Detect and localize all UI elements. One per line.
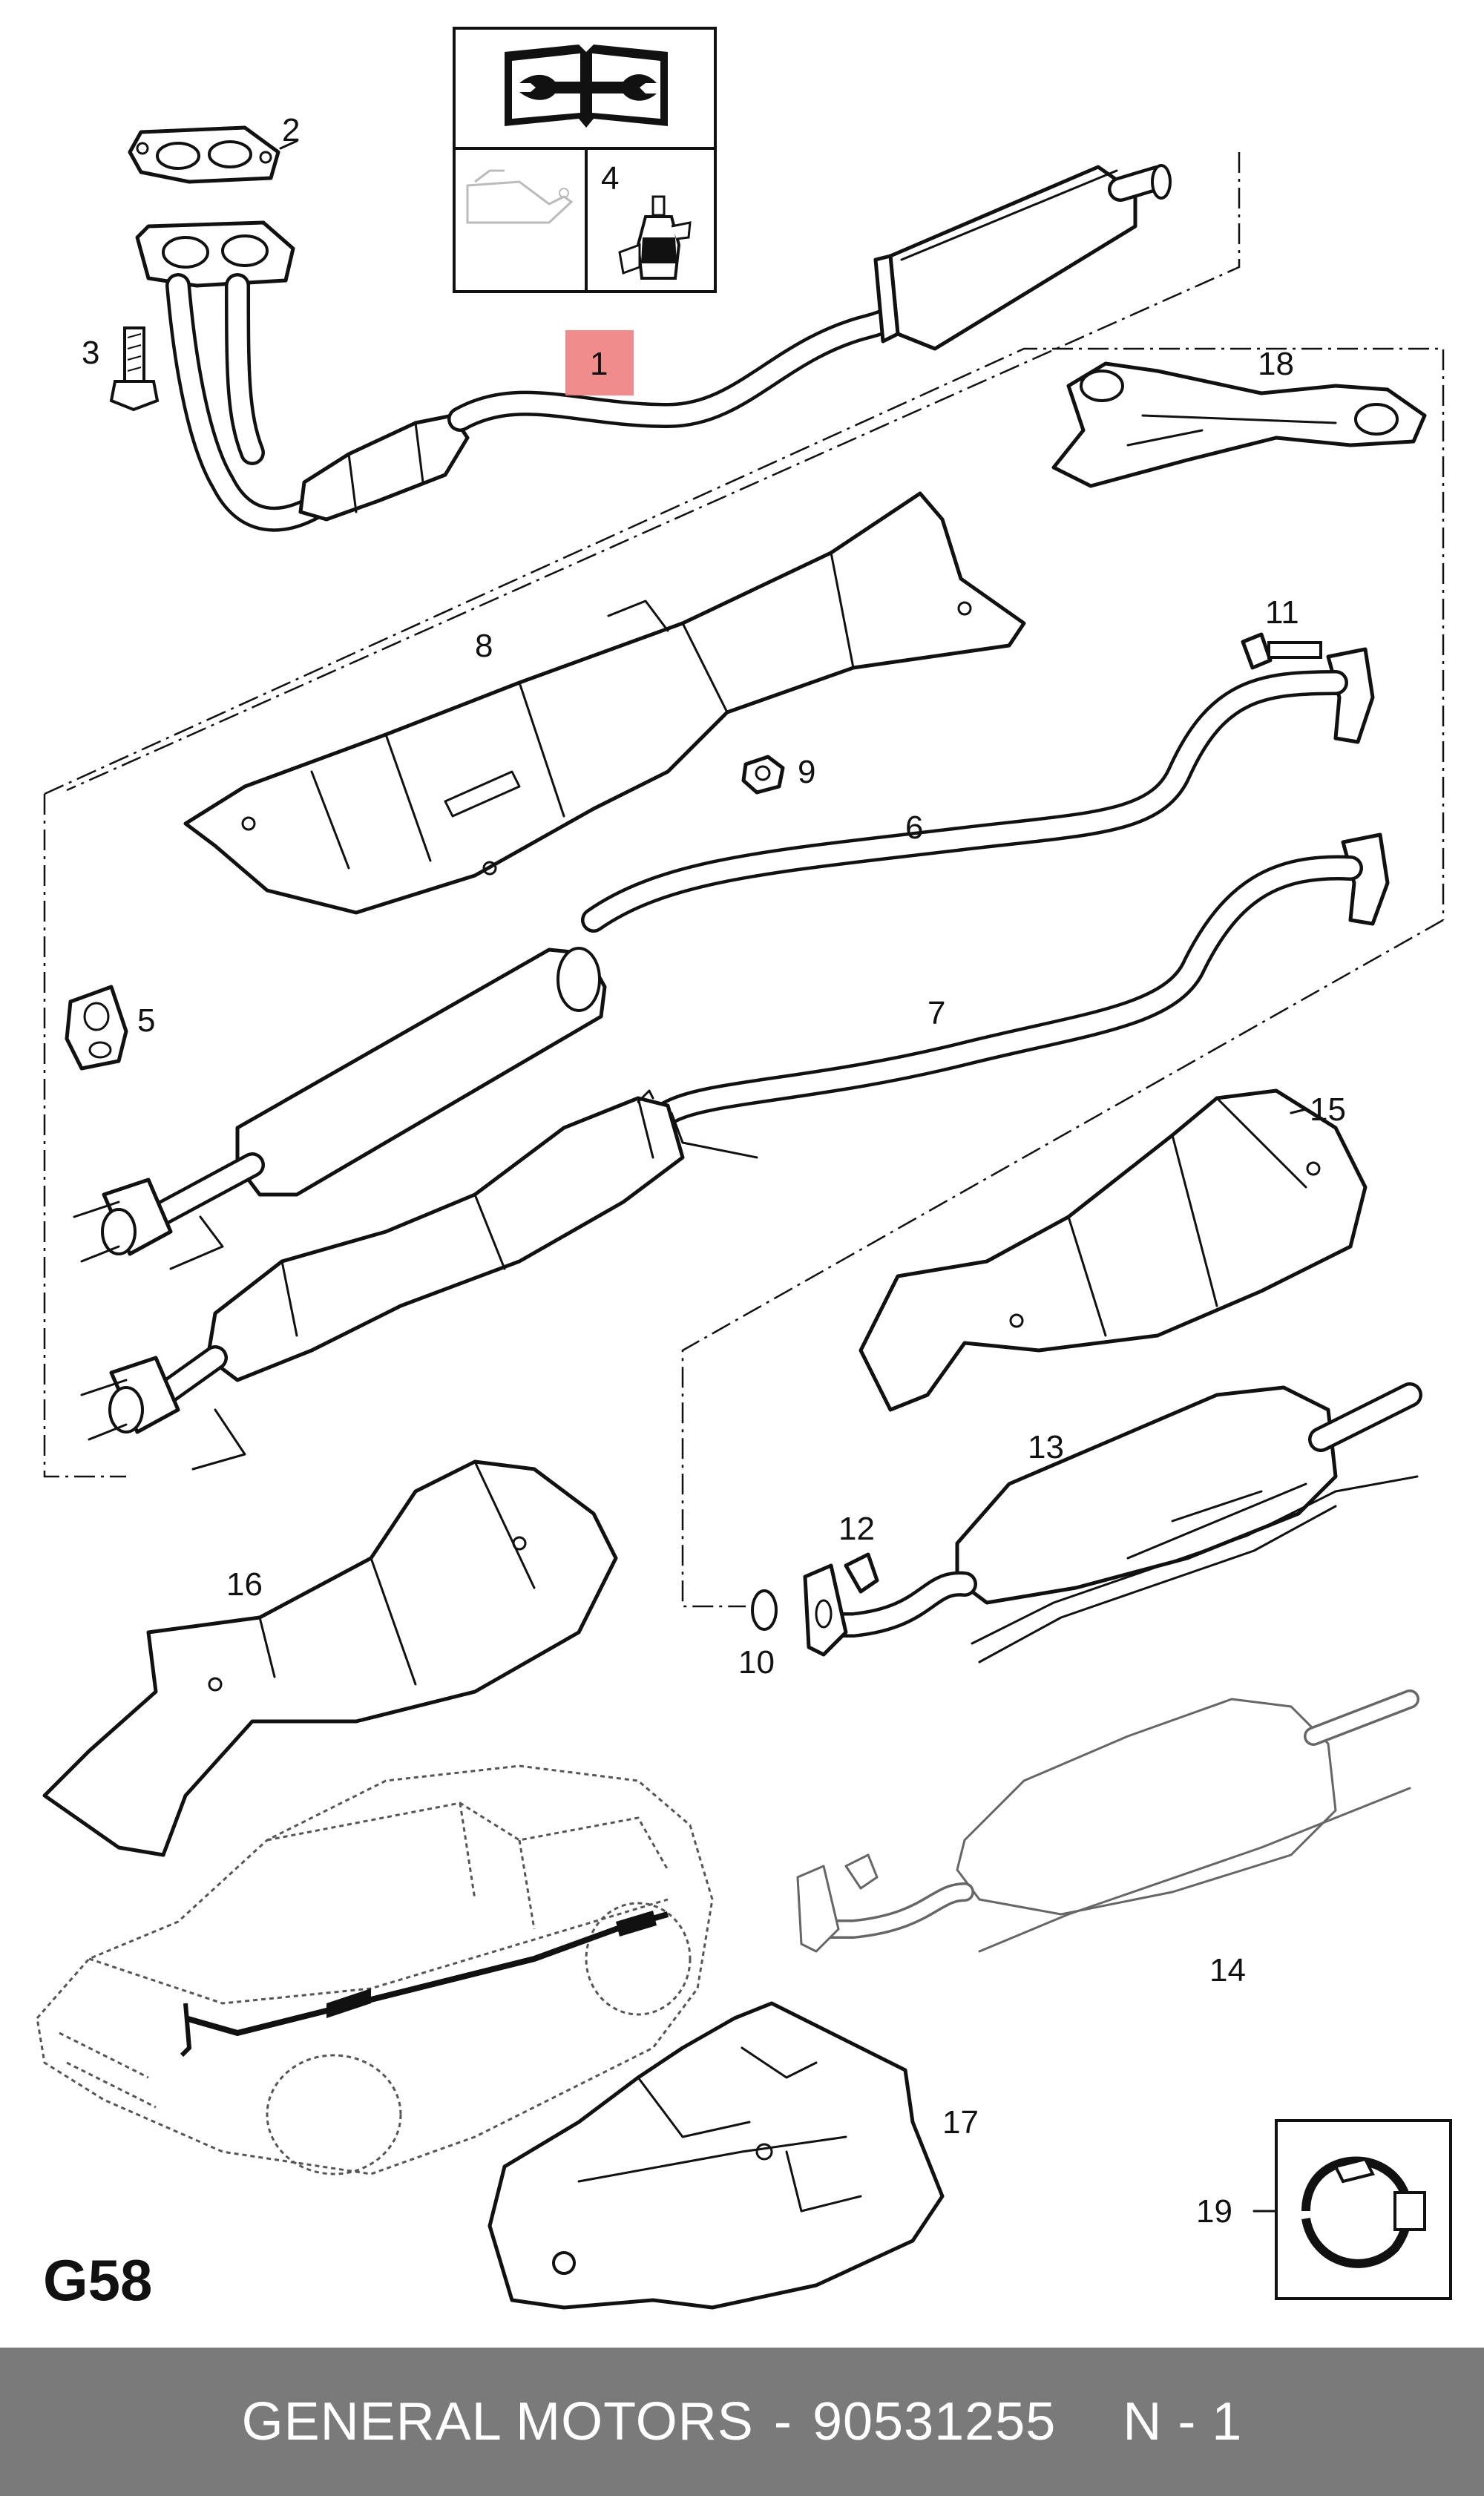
callout-1: 1: [590, 346, 608, 382]
callout-17: 17: [942, 2104, 979, 2141]
diagram-code: G58: [43, 2247, 152, 2313]
clamp-part-12: [844, 1552, 879, 1594]
bolt-part-3: [109, 326, 160, 412]
oil-can-icon: [466, 169, 574, 224]
group-outline-middle-left: [43, 794, 126, 1478]
callout-10: 10: [738, 1644, 775, 1681]
heat-shield-part-16: [42, 1459, 618, 1857]
rear-muffler-part-14: [796, 1689, 1419, 1953]
callout-14: 14: [1209, 1952, 1246, 1988]
callout-6: 6: [905, 809, 923, 846]
callout-13: 13: [1028, 1429, 1064, 1465]
exhaust-parts-diagram: 4 2 3: [36, 27, 1452, 2313]
heat-shield-part-15: [858, 1088, 1368, 1412]
callout-18: 18: [1258, 346, 1294, 382]
front-pipe-part-1: [135, 164, 1172, 532]
center-pipe-part-7: [80, 832, 1390, 1471]
bolt-part-11: [1241, 632, 1322, 670]
callout-1-highlight: [565, 330, 634, 395]
info-box: 4: [453, 27, 717, 293]
group-outline-rear: [681, 919, 1444, 1608]
heat-shield-part-8: [183, 491, 1026, 915]
callout-5: 5: [137, 1002, 155, 1039]
footer-part-number: 90531255: [812, 2392, 1057, 2451]
callout-19: 19: [1196, 2193, 1232, 2230]
callout-9: 9: [798, 754, 815, 790]
callout-12: 12: [838, 1511, 875, 1547]
rear-muffler-part-13: [803, 1382, 1422, 1664]
callout-3: 3: [82, 335, 99, 371]
callout-16: 16: [226, 1566, 263, 1603]
heat-shield-part-17: [487, 2001, 945, 2310]
callout-11: 11: [1265, 594, 1299, 631]
callout-15: 15: [1310, 1091, 1346, 1128]
group-outline-middle: [44, 347, 1445, 920]
vehicle-location-view: [36, 1764, 714, 2175]
callout-2: 2: [282, 112, 300, 148]
clamp-part-19: [1275, 2119, 1452, 2300]
footer-quantity: N - 1: [1123, 2392, 1243, 2451]
footer-separator: -: [773, 2392, 792, 2451]
callout-7: 7: [928, 995, 945, 1031]
group-outline-front: [66, 152, 1241, 792]
seal-ring-part-10: [751, 1589, 778, 1631]
bracket-part-18: [1051, 361, 1427, 488]
center-pipe-part-6: [73, 647, 1375, 1270]
callout-8: 8: [475, 628, 493, 664]
callout-4: 4: [601, 160, 619, 197]
nut-part-9: [741, 755, 785, 795]
footer-bar: GENERAL MOTORS - 90531255 N - 1: [0, 2348, 1484, 2496]
manual-book-wrench-icon: [505, 45, 668, 128]
adhesive-tube-icon: [618, 195, 692, 280]
footer-brand: GENERAL MOTORS: [241, 2392, 754, 2451]
gasket-part-2: [128, 125, 280, 184]
rubber-mount-part-5: [65, 985, 128, 1071]
